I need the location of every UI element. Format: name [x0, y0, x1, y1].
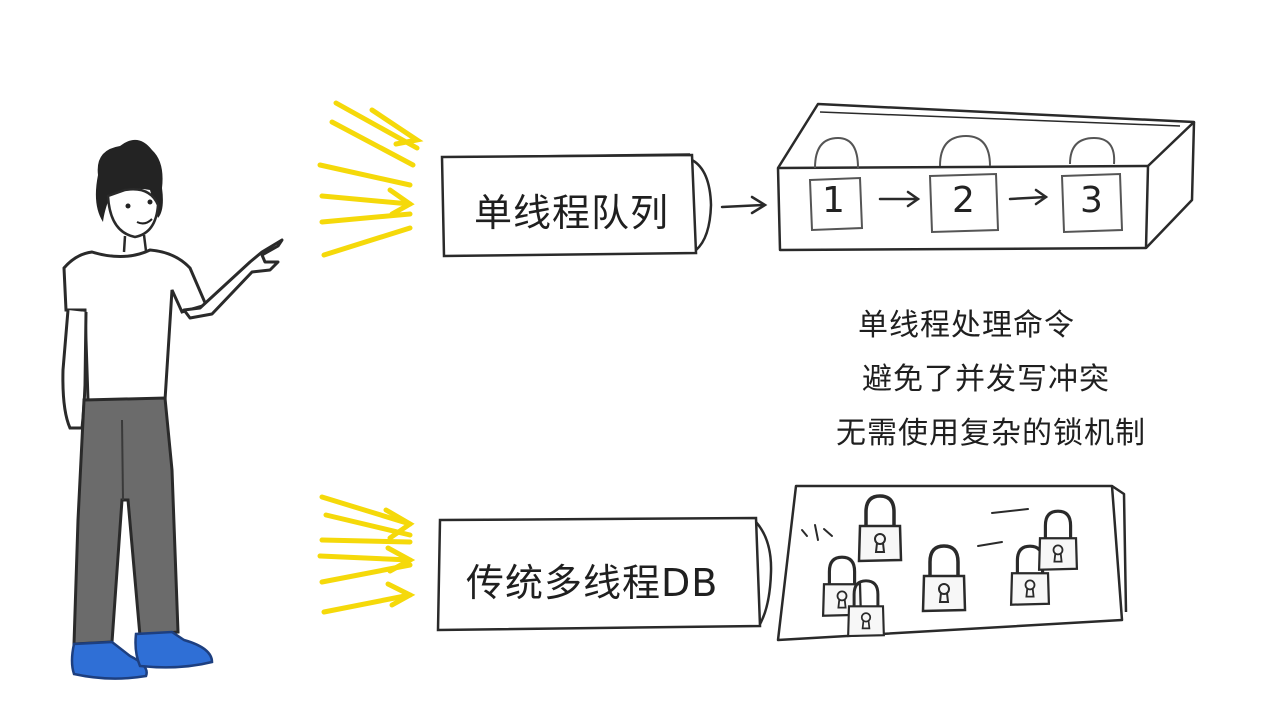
queue-label-box — [440, 153, 713, 258]
queue-item-2: 2 — [952, 180, 975, 221]
db-label-box — [436, 516, 773, 632]
highlight-rays-bottom — [317, 494, 416, 615]
queue-tray — [776, 102, 1196, 252]
note-single-thread: 单线程处理命令 — [858, 308, 1075, 343]
queue-arrow — [720, 195, 768, 215]
queue-cell-arrows — [878, 188, 1049, 208]
queue-cells — [808, 134, 1124, 234]
person-figure — [61, 139, 284, 680]
db-lock-box — [776, 484, 1128, 642]
note-no-lock: 无需使用复杂的锁机制 — [836, 416, 1146, 451]
scribbles — [801, 508, 1029, 547]
queue-item-3: 3 — [1080, 180, 1103, 221]
queue-item-1: 1 — [822, 180, 845, 221]
queue-label: 单线程队列 — [474, 191, 670, 235]
note-no-write-conflict: 避免了并发写冲突 — [862, 362, 1110, 397]
lock-icons — [821, 494, 1079, 638]
db-label: 传统多线程DB — [466, 561, 719, 605]
highlight-rays-top — [317, 100, 424, 258]
